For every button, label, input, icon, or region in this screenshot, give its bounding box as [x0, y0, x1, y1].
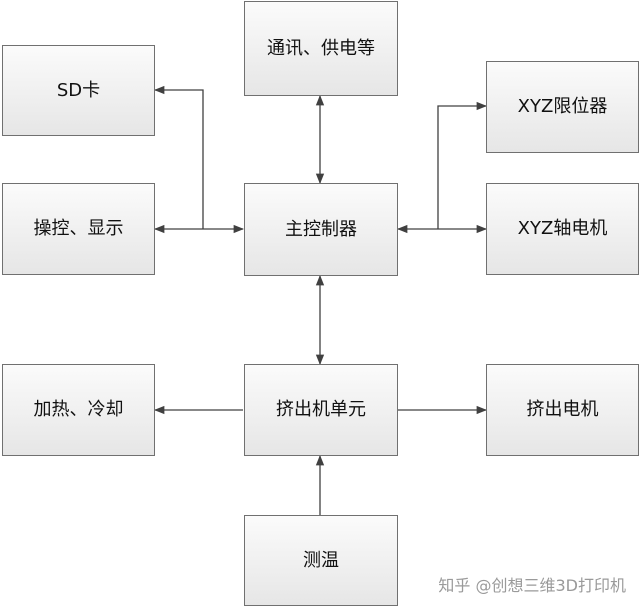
- box-comm-power: 通讯、供电等: [244, 1, 398, 96]
- box-extruder-motor: 挤出电机: [486, 364, 639, 456]
- watermark: 知乎 @创想三维3D打印机: [438, 576, 626, 595]
- box-temperature-label: 测温: [303, 549, 339, 571]
- connector-main-sd: [153, 85, 204, 229]
- box-xyz-axis-motor: XYZ轴电机: [486, 183, 639, 275]
- box-sd-card-label: SD卡: [56, 79, 101, 101]
- box-extruder-unit-label: 挤出机单元: [276, 399, 366, 421]
- box-main-controller-label: 主控制器: [285, 218, 357, 240]
- box-operate-display-label: 操控、显示: [33, 218, 124, 240]
- box-comm-power-label: 通讯、供电等: [267, 37, 375, 59]
- box-heat-cool: 加热、冷却: [2, 364, 155, 456]
- box-main-controller: 主控制器: [244, 183, 398, 276]
- box-extruder-unit: 挤出机单元: [244, 364, 398, 456]
- box-sd-card: SD卡: [2, 45, 155, 136]
- connector-main-limit: [437, 101, 488, 229]
- box-temperature: 测温: [244, 515, 398, 606]
- box-xyz-axis-motor-label: XYZ轴电机: [517, 218, 608, 240]
- box-operate-display: 操控、显示: [2, 183, 155, 275]
- box-xyz-limit-switch-label: XYZ限位器: [517, 96, 608, 118]
- box-xyz-limit-switch: XYZ限位器: [486, 61, 639, 153]
- box-extruder-motor-label: 挤出电机: [526, 399, 599, 421]
- box-heat-cool-label: 加热、冷却: [33, 399, 124, 421]
